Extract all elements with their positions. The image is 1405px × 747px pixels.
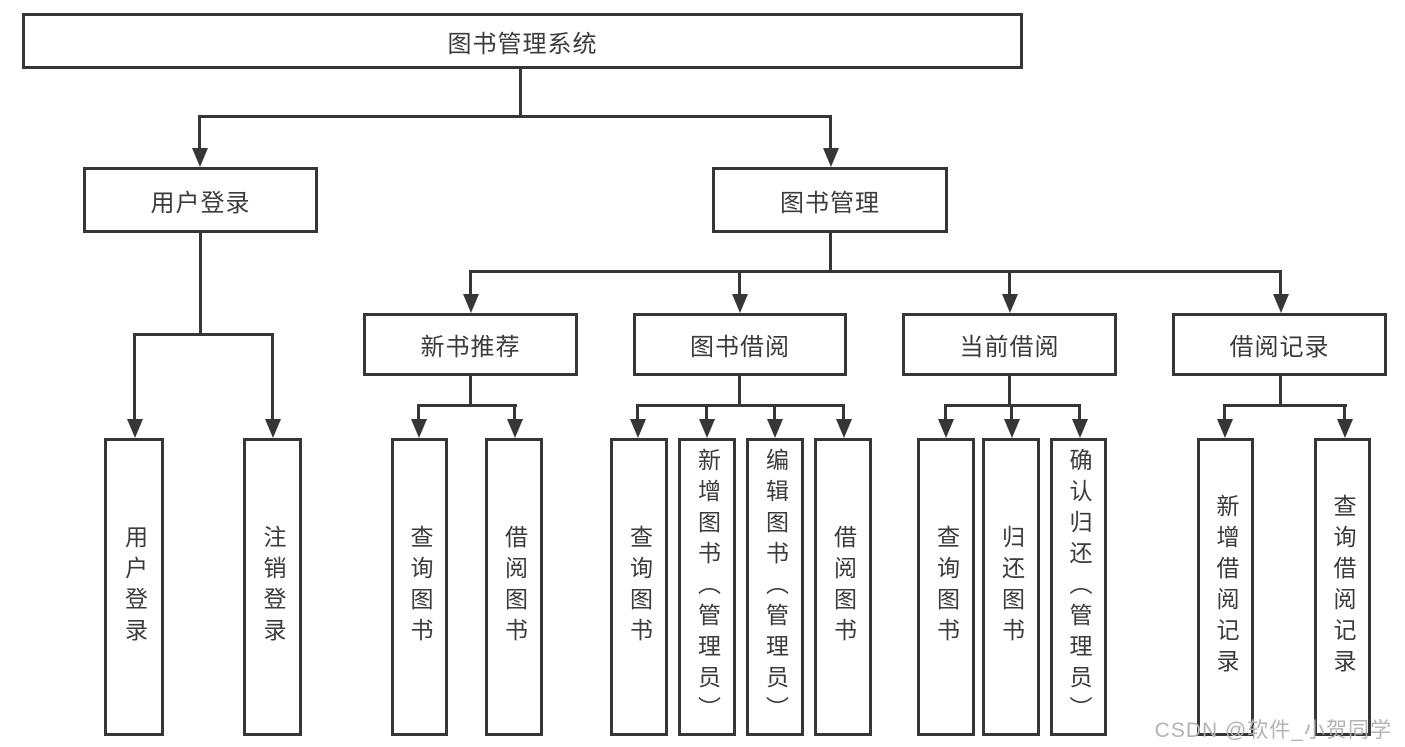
connector-line bbox=[469, 270, 472, 296]
arrowhead-down-icon bbox=[699, 419, 715, 438]
connector-line bbox=[829, 115, 832, 151]
connector-line bbox=[636, 404, 845, 407]
arrowhead-down-icon bbox=[1002, 294, 1018, 313]
connector-line bbox=[519, 69, 522, 117]
watermark: CSDN @软件_小贺同学 bbox=[1154, 719, 1392, 742]
arrowhead-down-icon bbox=[411, 419, 427, 438]
connector-line bbox=[513, 404, 516, 422]
arrowhead-down-icon bbox=[836, 419, 852, 438]
node-query-borrow-record: 查询借阅记录 bbox=[1314, 438, 1371, 736]
connector-line bbox=[199, 233, 202, 336]
connector-line bbox=[417, 404, 517, 407]
connector-line bbox=[1223, 404, 1347, 407]
arrowhead-down-icon bbox=[1217, 419, 1233, 438]
node-book-mgmt: 图书管理 bbox=[712, 167, 948, 233]
arrowhead-down-icon bbox=[1337, 419, 1353, 438]
node-new-book-rec: 新书推荐 bbox=[363, 313, 578, 376]
node-add-books-admin: 新增图书（管理员） bbox=[678, 438, 736, 736]
connector-line bbox=[417, 404, 420, 422]
connector-line bbox=[842, 404, 845, 422]
arrowhead-down-icon bbox=[463, 294, 479, 313]
node-return-books: 归还图书 bbox=[982, 438, 1040, 736]
node-query-books-current: 查询图书 bbox=[917, 438, 975, 736]
node-add-borrow-record: 新增借阅记录 bbox=[1197, 438, 1254, 736]
connector-line bbox=[738, 270, 741, 296]
arrowhead-down-icon bbox=[1072, 419, 1088, 438]
arrowhead-down-icon bbox=[630, 419, 646, 438]
connector-line bbox=[271, 333, 274, 422]
node-confirm-return-admin: 确认归还（管理员） bbox=[1050, 438, 1107, 736]
connector-line bbox=[1008, 376, 1011, 407]
node-current-borrow: 当前借阅 bbox=[902, 313, 1117, 376]
node-borrow-books-borrow: 借阅图书 bbox=[814, 438, 872, 736]
arrowhead-down-icon bbox=[1273, 294, 1289, 313]
node-edit-books-admin: 编辑图书（管理员） bbox=[746, 438, 804, 736]
connector-line bbox=[469, 376, 472, 407]
connector-line bbox=[198, 115, 201, 151]
connector-line bbox=[636, 404, 639, 422]
connector-line bbox=[829, 233, 832, 272]
node-user-login: 用户登录 bbox=[83, 167, 318, 233]
arrowhead-down-icon bbox=[823, 148, 839, 167]
connector-line bbox=[705, 404, 708, 422]
arrowhead-down-icon bbox=[192, 148, 208, 167]
arrowhead-down-icon bbox=[507, 419, 523, 438]
node-book-borrow: 图书借阅 bbox=[633, 313, 847, 376]
arrowhead-down-icon bbox=[1004, 419, 1020, 438]
arrowhead-down-icon bbox=[767, 419, 783, 438]
connector-line bbox=[738, 376, 741, 407]
node-user-login-leaf: 用户登录 bbox=[104, 438, 164, 736]
connector-line bbox=[1279, 376, 1282, 407]
connector-line bbox=[1008, 270, 1011, 296]
connector-line bbox=[1078, 404, 1081, 422]
connector-line bbox=[773, 404, 776, 422]
node-root: 图书管理系统 bbox=[22, 13, 1023, 69]
node-borrow-records: 借阅记录 bbox=[1172, 313, 1387, 376]
connector-line bbox=[198, 115, 832, 118]
connector-line bbox=[1223, 404, 1226, 422]
arrowhead-down-icon bbox=[732, 294, 748, 313]
arrowhead-down-icon bbox=[265, 419, 281, 438]
connector-line bbox=[1343, 404, 1346, 422]
connector-line bbox=[469, 270, 1282, 273]
node-logout-leaf: 注销登录 bbox=[243, 438, 302, 736]
arrowhead-down-icon bbox=[127, 419, 143, 438]
connector-line bbox=[1279, 270, 1282, 296]
node-borrow-books-rec: 借阅图书 bbox=[485, 438, 543, 736]
node-query-books-borrow: 查询图书 bbox=[610, 438, 668, 736]
connector-line bbox=[133, 333, 274, 336]
node-query-books-rec: 查询图书 bbox=[391, 438, 448, 736]
connector-line bbox=[1010, 404, 1013, 422]
connector-line bbox=[133, 333, 136, 422]
connector-line bbox=[944, 404, 947, 422]
arrowhead-down-icon bbox=[938, 419, 954, 438]
